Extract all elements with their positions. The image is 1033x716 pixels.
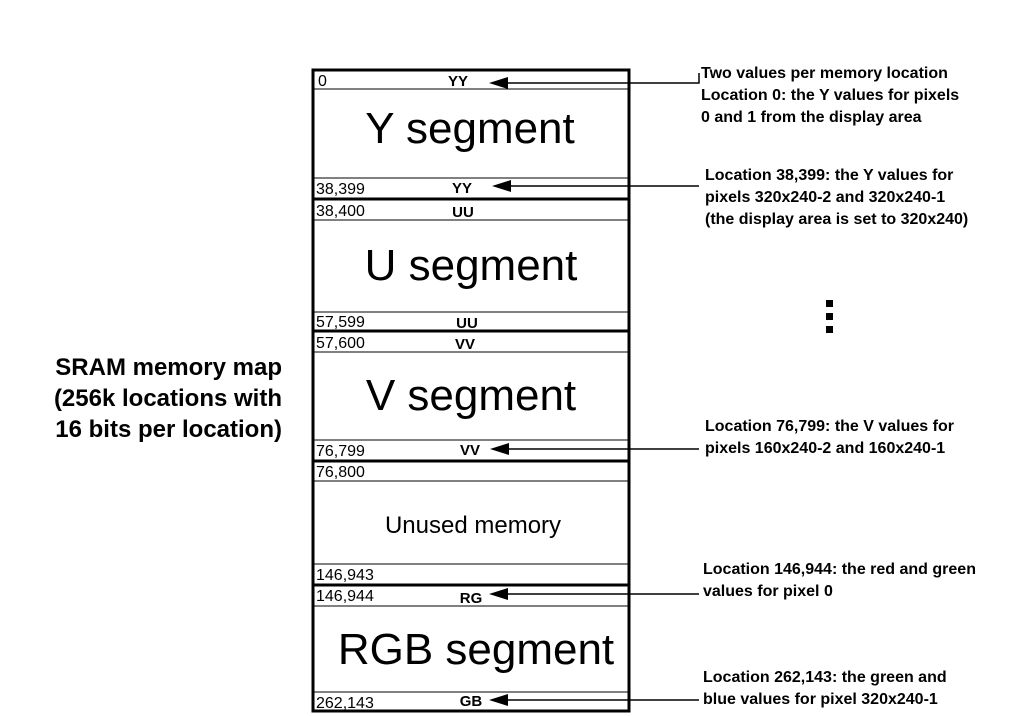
annotation-line: pixels 160x240-2 and 160x240-1: [705, 440, 946, 457]
annotation-line: Location 146,944: the red and green: [703, 561, 976, 578]
row-lines: [313, 88, 629, 693]
segment-label-y: Y segment: [365, 104, 575, 153]
value-tag: UU: [456, 315, 478, 332]
segment-label-unused: Unused memory: [385, 512, 561, 539]
address-label: 57,599: [316, 314, 365, 331]
diagram-title: SRAM memory map (256k locations with 16 …: [22, 352, 282, 445]
annotation-line: Location 38,399: the Y values for: [705, 167, 954, 184]
pointer-arrow: [492, 180, 699, 192]
address-label: 38,399: [316, 181, 365, 198]
value-tag: YY: [448, 73, 468, 90]
segment-label-u: U segment: [365, 241, 578, 290]
address-label: 0: [318, 73, 327, 90]
address-label: 57,600: [316, 335, 365, 352]
memory-map-outline: [311, 68, 631, 713]
diagram-title-line: SRAM memory map: [55, 354, 282, 381]
address-label: 262,143: [316, 695, 374, 712]
value-tag: VV: [455, 336, 475, 353]
address-label: 76,799: [316, 443, 365, 460]
address-label: 76,800: [316, 464, 365, 481]
annotation-line: 0 and 1 from the display area: [701, 109, 922, 126]
pointer-arrow: [489, 588, 699, 600]
value-tag: YY: [452, 180, 472, 197]
annotation-line: (the display area is set to 320x240): [705, 211, 969, 228]
pointer-arrow: [489, 694, 699, 706]
ellipsis-icon: [826, 300, 838, 339]
annotation-location-0: Two values per memory location Location …: [701, 63, 959, 129]
segment-boundaries: [313, 197, 629, 587]
annotation-line: Location 262,143: the green and: [703, 669, 947, 686]
annotation-line: Location 76,799: the V values for: [705, 418, 954, 435]
annotation-location-38399: Location 38,399: the Y values for pixels…: [705, 165, 968, 231]
address-label: 38,400: [316, 203, 365, 220]
address-label: 146,944: [316, 588, 374, 605]
value-tag: UU: [452, 204, 474, 221]
diagram-title-line: (256k locations with: [53, 385, 282, 412]
annotation-line: blue values for pixel 320x240-1: [703, 691, 938, 708]
segment-label-rgb: RGB segment: [338, 625, 614, 674]
annotation-location-146944: Location 146,944: the red and green valu…: [703, 559, 976, 603]
pointer-arrow: [489, 73, 700, 89]
value-tag: VV: [460, 442, 480, 459]
annotation-line: Two values per memory location: [701, 65, 948, 82]
segment-label-v: V segment: [366, 371, 576, 420]
address-label: 146,943: [316, 567, 374, 584]
annotation-line: Location 0: the Y values for pixels: [701, 87, 960, 104]
pointer-arrow: [490, 443, 699, 455]
diagram-title-line: 16 bits per location): [55, 416, 282, 443]
annotation-line: pixels 320x240-2 and 320x240-1: [705, 189, 946, 206]
annotation-line: values for pixel 0: [703, 583, 833, 600]
annotation-location-76799: Location 76,799: the V values for pixels…: [705, 416, 954, 460]
annotation-location-262143: Location 262,143: the green and blue val…: [703, 667, 947, 711]
value-tag: RG: [460, 590, 483, 607]
value-tag: GB: [460, 693, 483, 710]
